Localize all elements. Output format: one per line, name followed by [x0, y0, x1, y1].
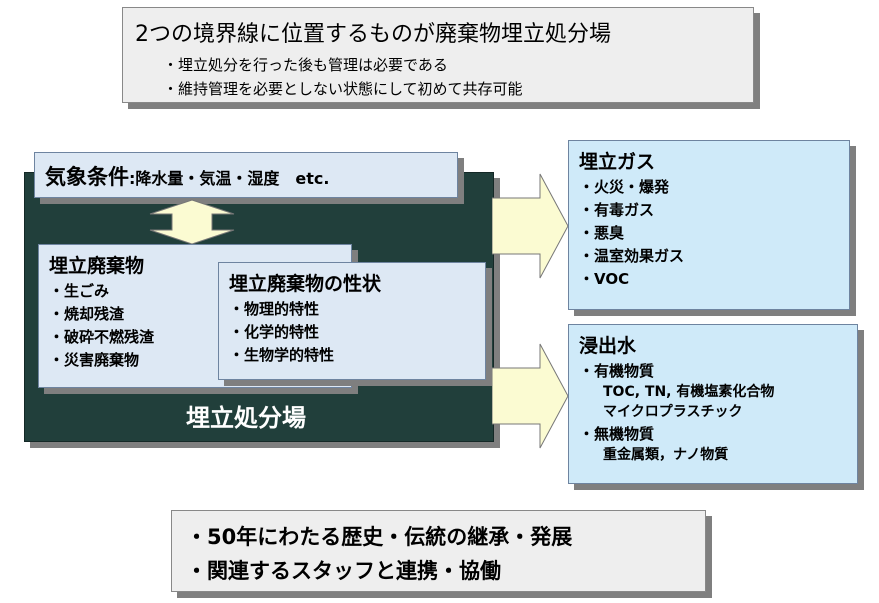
gas-arrow-icon: [492, 173, 569, 279]
leachate-title: 浸出水: [579, 335, 637, 357]
summary-title: 2つの境界線に位置するものが廃棄物埋立処分場: [135, 22, 611, 47]
leachate-arrow-icon: [492, 343, 569, 449]
waste-properties-title: 埋立廃棄物の性状: [229, 273, 382, 295]
landfill-waste-item: ・焼却残渣: [49, 305, 125, 323]
landfill-label: 埋立処分場: [186, 404, 306, 432]
landfill-gas-panel: 埋立ガス ・火災・爆発 ・有毒ガス ・悪臭 ・温室効果ガス ・VOC: [568, 140, 850, 310]
double-vertical-arrow-icon: [149, 199, 235, 245]
leachate-organic-item: マイクロプラスチック: [603, 404, 743, 420]
leachate-inorganic-heading: ・無機物質: [579, 425, 655, 443]
waste-properties-item: ・化学的特性: [229, 323, 320, 341]
summary-point-2: ・維持管理を必要としない状態にして初めて共存可能: [163, 80, 523, 98]
weather-label: 気象条件: [45, 165, 129, 189]
leachate-inorganic-item: 重金属類，ナノ物質: [603, 447, 729, 463]
landfill-gas-item: ・温室効果ガス: [579, 247, 685, 265]
landfill-waste-item: ・災害廃棄物: [49, 351, 140, 369]
weather-conditions-box: 気象条件:降水量・気温・湿度 etc.: [34, 152, 458, 198]
leachate-organic-heading: ・有機物質: [579, 362, 655, 380]
leachate-organic-item: TOC, TN, 有機塩素化合物: [603, 384, 775, 400]
landfill-waste-item: ・生ごみ: [49, 282, 110, 300]
landfill-gas-title: 埋立ガス: [579, 151, 656, 173]
summary-point-1: ・埋立処分を行った後も管理は必要である: [163, 56, 448, 74]
weather-detail: :降水量・気温・湿度 etc.: [129, 169, 330, 188]
landfill-gas-item: ・悪臭: [579, 224, 625, 242]
summary-box: 2つの境界線に位置するものが廃棄物埋立処分場 ・埋立処分を行った後も管理は必要で…: [122, 7, 754, 103]
landfill-gas-item: ・有毒ガス: [579, 201, 655, 219]
waste-properties-item: ・生物学的特性: [229, 346, 335, 364]
footer-line-2: ・関連するスタッフと連携・協働: [186, 559, 501, 583]
landfill-waste-title: 埋立廃棄物: [49, 255, 145, 277]
landfill-gas-item: ・火災・爆発: [579, 178, 670, 196]
landfill-gas-item: ・VOC: [579, 270, 630, 288]
leachate-panel: 浸出水 ・有機物質 TOC, TN, 有機塩素化合物 マイクロプラスチック ・無…: [568, 324, 858, 484]
footer-box: ・50年にわたる歴史・伝統の継承・発展 ・関連するスタッフと連携・協働: [171, 510, 706, 592]
waste-properties-panel: 埋立廃棄物の性状 ・物理的特性 ・化学的特性 ・生物学的特性: [218, 262, 486, 380]
waste-properties-item: ・物理的特性: [229, 300, 320, 318]
footer-line-1: ・50年にわたる歴史・伝統の継承・発展: [186, 525, 573, 549]
landfill-waste-item: ・破砕不燃残渣: [49, 328, 155, 346]
